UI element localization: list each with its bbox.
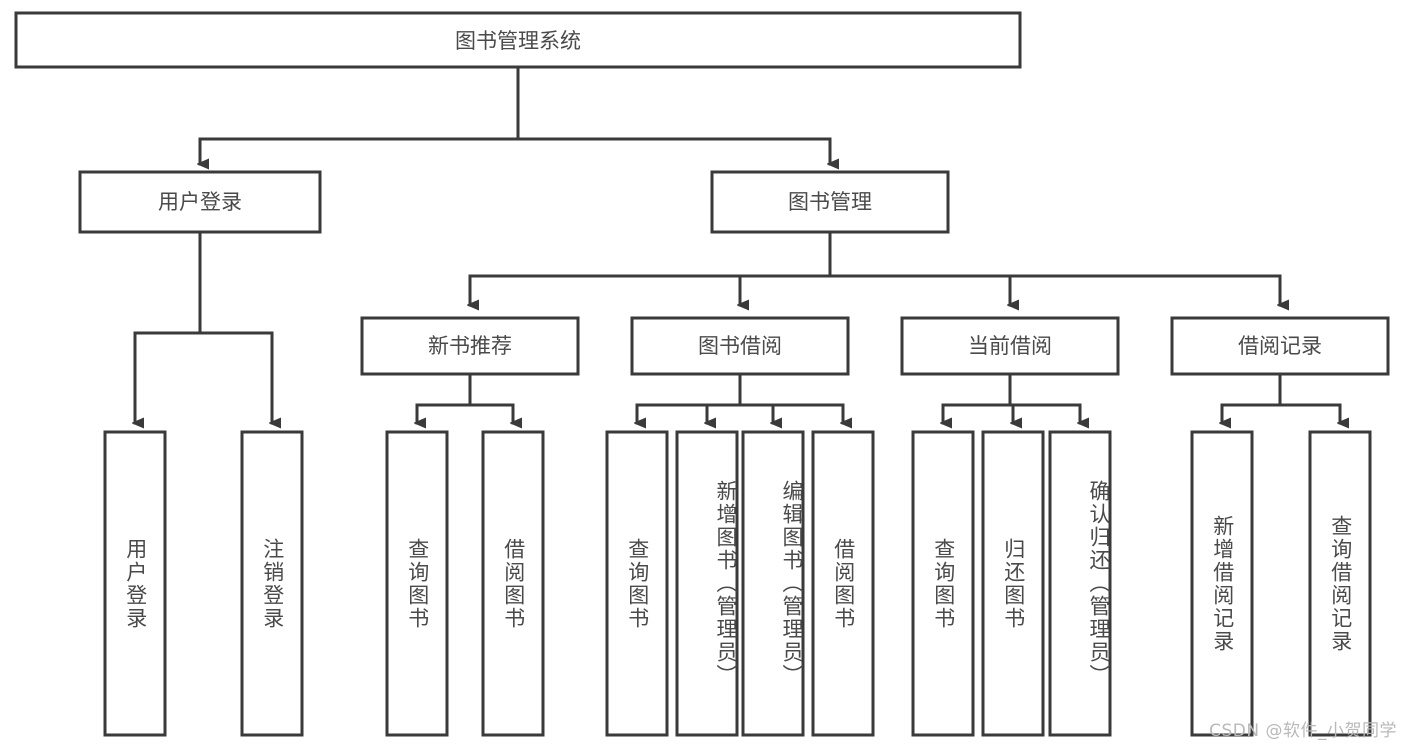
node-leaf-confirm-return[interactable] (1048, 430, 1112, 737)
node-system-title-label: 图书管理系统 (455, 29, 581, 53)
connector-book-borrow-subtree (637, 372, 843, 423)
node-leaf-query-book-3[interactable] (911, 430, 975, 737)
node-new-book-recommend[interactable]: 新书推荐 (360, 316, 580, 376)
node-leaf-edit-book[interactable] (741, 430, 805, 737)
node-leaf-add-record[interactable] (1190, 430, 1254, 737)
node-book-management[interactable]: 图书管理 (710, 170, 950, 234)
node-leaf-query-book-1[interactable] (385, 430, 449, 737)
csdn-watermark: CSDN @软件_小贺同学 (1209, 721, 1397, 741)
node-book-borrow[interactable]: 图书借阅 (630, 316, 850, 376)
connector-new-book-recommend-subtree (417, 372, 513, 423)
node-leaf-borrow-book-1[interactable] (481, 430, 545, 737)
node-current-borrow-label: 当前借阅 (968, 334, 1052, 358)
node-borrow-record[interactable]: 借阅记录 (1170, 316, 1390, 376)
node-leaf-add-book[interactable] (675, 430, 739, 737)
node-system-title[interactable]: 图书管理系统 (14, 11, 1022, 69)
node-borrow-record-label: 借阅记录 (1238, 334, 1322, 358)
node-current-borrow[interactable]: 当前借阅 (900, 316, 1120, 376)
node-user-login[interactable]: 用户登录 (78, 170, 322, 234)
node-user-login-label: 用户登录 (158, 190, 242, 214)
node-book-borrow-label: 图书借阅 (698, 334, 782, 358)
node-leaf-user-login[interactable] (103, 430, 167, 737)
connector-borrow-record-subtree (1222, 372, 1340, 423)
connector-current-borrow-subtree (943, 372, 1080, 423)
connector-user-login-subtree (135, 230, 272, 423)
node-leaf-query-record[interactable] (1308, 430, 1372, 737)
node-leaf-return-book[interactable] (981, 430, 1045, 737)
node-leaf-logout-login[interactable] (240, 430, 304, 737)
connector-book-management-subtree (470, 230, 1280, 305)
node-book-management-label: 图书管理 (788, 190, 872, 214)
connector-root-bus (200, 137, 830, 164)
node-leaf-query-book-2[interactable] (605, 430, 669, 737)
node-leaf-borrow-book-2[interactable] (811, 430, 875, 737)
node-new-book-recommend-label: 新书推荐 (428, 334, 512, 358)
